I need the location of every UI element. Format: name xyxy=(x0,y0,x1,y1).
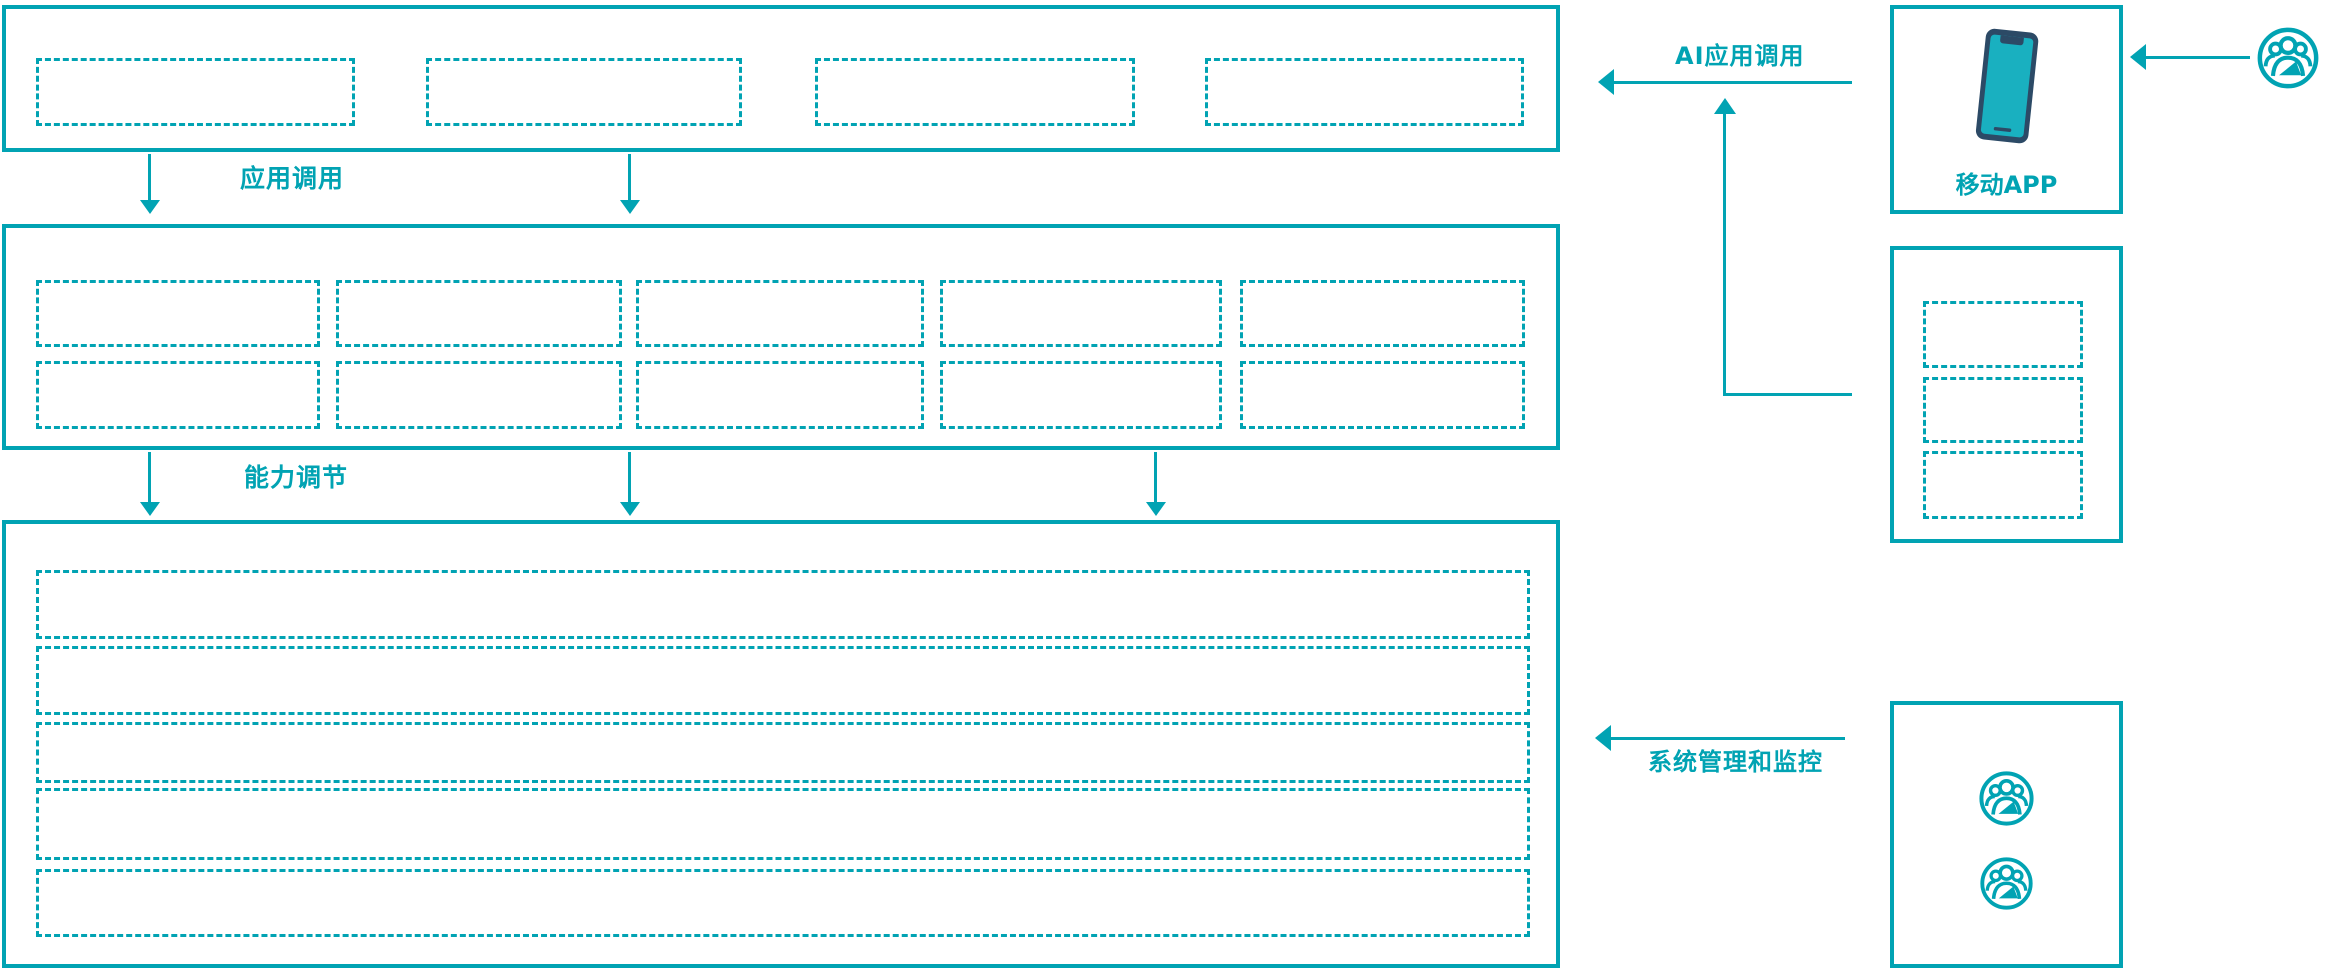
placeholder-row xyxy=(36,788,1530,860)
user-arrow-line xyxy=(2145,56,2250,59)
down-arrow xyxy=(148,154,151,202)
user-arrow-head xyxy=(2130,44,2146,70)
system-monitor-arrow-line xyxy=(1610,737,1845,740)
users-icon xyxy=(1978,770,2035,827)
placeholder-box xyxy=(815,58,1135,126)
placeholder-box xyxy=(36,361,320,429)
down-arrow xyxy=(628,154,631,202)
placeholder-box xyxy=(36,58,355,126)
placeholder-box xyxy=(1923,377,2083,443)
placeholder-box xyxy=(336,280,622,347)
users-icon xyxy=(2256,26,2320,90)
capability-adjust-label: 能力调节 xyxy=(244,463,349,492)
placeholder-box xyxy=(1240,361,1525,429)
placeholder-box xyxy=(1240,280,1525,347)
connector-vertical-line xyxy=(1723,113,1726,396)
placeholder-box xyxy=(36,280,320,347)
down-arrow xyxy=(1154,452,1157,504)
application-layer-box xyxy=(2,5,1560,152)
ai-app-call-label: AI应用调用 xyxy=(1675,42,1805,70)
system-monitor-arrow-head xyxy=(1595,725,1611,751)
placeholder-box xyxy=(636,361,924,429)
capability-layer-box xyxy=(2,224,1560,450)
placeholder-box xyxy=(940,361,1222,429)
up-arrow-head xyxy=(1714,98,1736,114)
placeholder-box xyxy=(426,58,742,126)
placeholder-box xyxy=(1923,301,2083,368)
placeholder-box xyxy=(1923,451,2083,519)
placeholder-row xyxy=(36,869,1530,937)
down-arrow xyxy=(628,452,631,504)
down-arrow-head xyxy=(620,502,640,516)
app-call-label: 应用调用 xyxy=(240,164,345,193)
connector-horizontal-line xyxy=(1724,393,1852,396)
placeholder-row xyxy=(36,722,1530,783)
down-arrow-head xyxy=(620,200,640,214)
ai-app-call-arrow-head xyxy=(1598,69,1614,95)
system-monitor-label: 系统管理和监控 xyxy=(1648,748,1823,776)
monitor-box xyxy=(1890,701,2123,968)
down-arrow-head xyxy=(140,200,160,214)
down-arrow-head xyxy=(1146,502,1166,516)
down-arrow xyxy=(148,452,151,504)
placeholder-box xyxy=(940,280,1222,347)
down-arrow-head xyxy=(140,502,160,516)
ai-app-call-arrow-line xyxy=(1613,81,1852,84)
mobile-app-label: 移动APP xyxy=(1955,171,2058,199)
resource-layer-box xyxy=(2,520,1560,968)
users-icon xyxy=(1979,856,2034,911)
placeholder-row xyxy=(36,570,1530,639)
placeholder-box xyxy=(336,361,622,429)
smartphone-icon xyxy=(1966,24,2048,150)
placeholder-box xyxy=(636,280,924,347)
secondary-box xyxy=(1890,246,2123,543)
placeholder-box xyxy=(1205,58,1524,126)
placeholder-row xyxy=(36,646,1530,715)
